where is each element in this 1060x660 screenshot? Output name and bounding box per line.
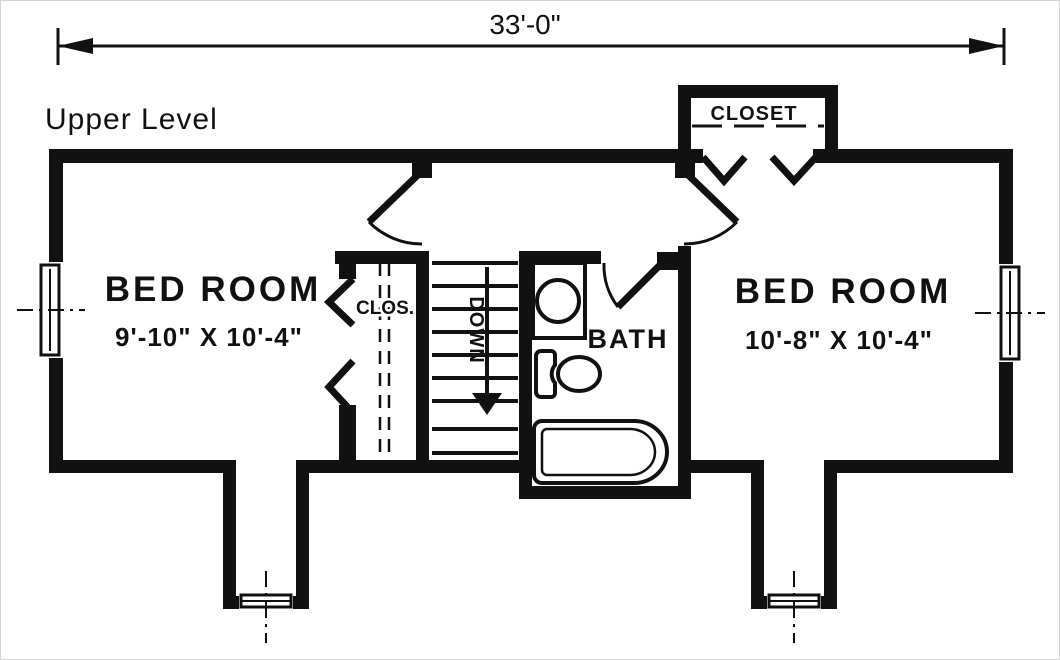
door-swing-arc [602, 262, 620, 308]
toilet-bowl-symbol [556, 355, 602, 393]
wall-segment [339, 251, 356, 279]
left-bedroom-door [366, 168, 425, 246]
stairs-down-label: DOWN [465, 296, 487, 363]
down-arrow-icon [472, 393, 502, 415]
bifold-door-chevron [769, 154, 819, 187]
toilet-tank-symbol [534, 349, 557, 399]
door-leaf [366, 168, 425, 225]
bedroom-right-label: BED ROOM [735, 272, 952, 311]
wall-segment [223, 460, 236, 609]
wall-segment [296, 460, 309, 609]
small-closet-bifold-doors [323, 276, 356, 416]
wall-segment [678, 85, 691, 163]
plan-title: Upper Level [45, 103, 218, 136]
bath-label: BATH [588, 324, 669, 354]
bedroom-left-label: BED ROOM [105, 270, 322, 309]
wall-segment [416, 251, 429, 473]
bath-door [602, 256, 669, 310]
bifold-door-chevron [324, 358, 356, 416]
wall-segment [825, 85, 838, 163]
wall-segment [49, 149, 679, 163]
wall-segment [339, 405, 356, 473]
dimension-arrow-right-icon [969, 38, 1004, 54]
closet-label: CLOSET [710, 103, 797, 125]
left-dormer-window [239, 571, 293, 643]
wall-segment [691, 460, 764, 473]
left-window [17, 262, 85, 358]
wall-segment [49, 356, 63, 473]
bifold-door-chevron [323, 276, 356, 328]
wall-segment [519, 251, 601, 264]
wall-segment [335, 251, 429, 264]
dimension-label: 33'-0" [489, 9, 560, 40]
small-closet-label: CLOS. [356, 298, 414, 319]
wall-segment [824, 460, 1011, 473]
sink-basin-symbol [535, 278, 581, 324]
bifold-door-chevron [700, 154, 748, 187]
dimension-line: 33'-0" [56, 9, 1006, 65]
dimension-arrow-left-icon [58, 38, 93, 54]
wall-segment [678, 246, 691, 499]
door-leaf [681, 168, 740, 225]
wall-segment [296, 460, 524, 473]
wall-segment [751, 460, 764, 609]
right-bedroom-door [681, 168, 740, 246]
closet-rod [378, 263, 391, 456]
wall-segment [519, 486, 691, 499]
bathtub-symbol [532, 419, 669, 485]
wall-segment [999, 358, 1013, 473]
door-leaf [615, 256, 669, 310]
vanity-symbol [531, 261, 587, 340]
wall-segment [813, 149, 838, 163]
top-closet-bifold-doors [700, 154, 819, 187]
bath-fixtures [531, 261, 669, 485]
wall-segment [519, 251, 532, 499]
wall-segment [49, 149, 63, 264]
wall-segment [813, 149, 1011, 163]
door-swing-arc [367, 220, 423, 246]
right-dormer-window [767, 571, 821, 643]
right-window [975, 264, 1045, 362]
bedroom-left-size: 9'-10" X 10'-4" [115, 322, 303, 352]
bathtub-inner-line [540, 427, 657, 477]
wall-segment [678, 85, 838, 98]
bedroom-right-size: 10'-8" X 10'-4" [745, 325, 933, 355]
door-swing-arc [683, 220, 739, 246]
wall-segment [49, 460, 236, 473]
stairs: DOWN [432, 261, 518, 455]
wall-segment [824, 460, 837, 609]
wall-segment [999, 149, 1013, 268]
